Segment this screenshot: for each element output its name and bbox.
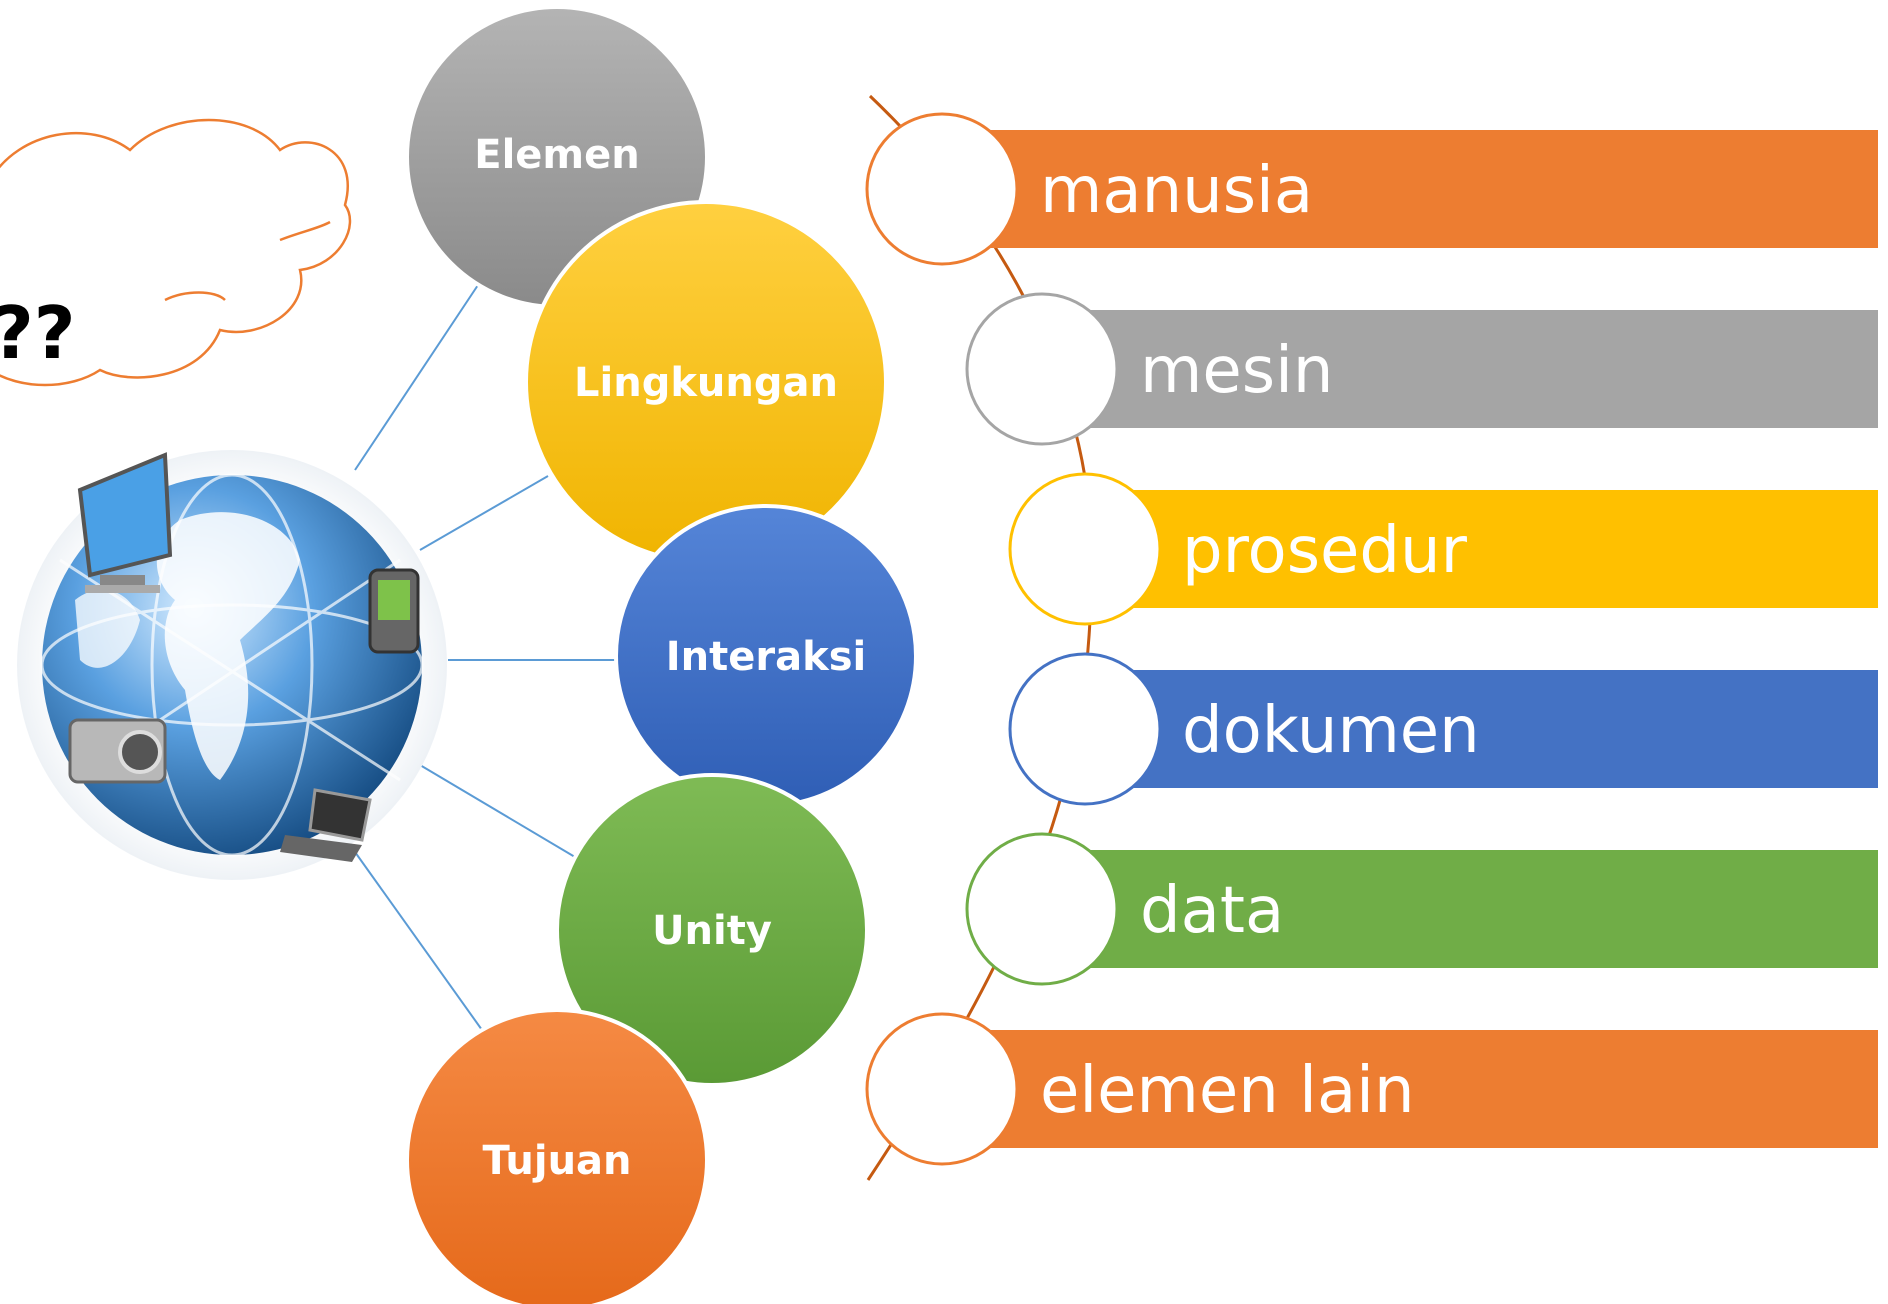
node-tujuan: Tujuan	[405, 1008, 709, 1304]
thought-cloud: ??	[0, 118, 352, 387]
laptop-icon	[280, 788, 372, 862]
list-row-manusia: manusia	[865, 112, 1878, 266]
hub-connectors	[349, 281, 620, 1031]
connector-tujuan	[349, 844, 483, 1031]
list-label-elemen-lain: elemen lain	[1040, 1054, 1415, 1128]
connector-elemen	[354, 281, 481, 471]
cloud-text: ??	[0, 291, 76, 375]
phone-icon	[368, 568, 420, 654]
list-label-manusia: manusia	[1040, 154, 1313, 228]
node-lingkungan-label: Lingkungan	[574, 360, 838, 406]
node-tujuan-label: Tujuan	[482, 1138, 631, 1184]
node-lingkungan: Lingkungan	[524, 200, 888, 564]
node-interaksi-label: Interaksi	[666, 634, 866, 680]
list-row-elemen-lain: elemen lain	[865, 1012, 1878, 1166]
globe-hub	[17, 450, 447, 880]
node-elemen-label: Elemen	[474, 132, 639, 178]
list-row-data: data	[965, 832, 1878, 986]
list-row-prosedur: prosedur	[1008, 472, 1878, 626]
node-unity-label: Unity	[652, 908, 772, 954]
list-label-prosedur: prosedur	[1182, 514, 1468, 588]
list-label-data: data	[1140, 874, 1284, 948]
camera-icon	[68, 718, 167, 784]
list-label-dokumen: dokumen	[1182, 694, 1480, 768]
connector-lingkungan	[419, 475, 549, 551]
list-row-mesin: mesin	[965, 292, 1878, 446]
connector-unity	[419, 764, 581, 861]
monitor-icon	[77, 452, 173, 593]
node-unity: Unity	[555, 773, 869, 1087]
node-interaksi: Interaksi	[614, 504, 918, 808]
list-row-dokumen: dokumen	[1008, 652, 1878, 806]
list-label-mesin: mesin	[1140, 334, 1333, 408]
